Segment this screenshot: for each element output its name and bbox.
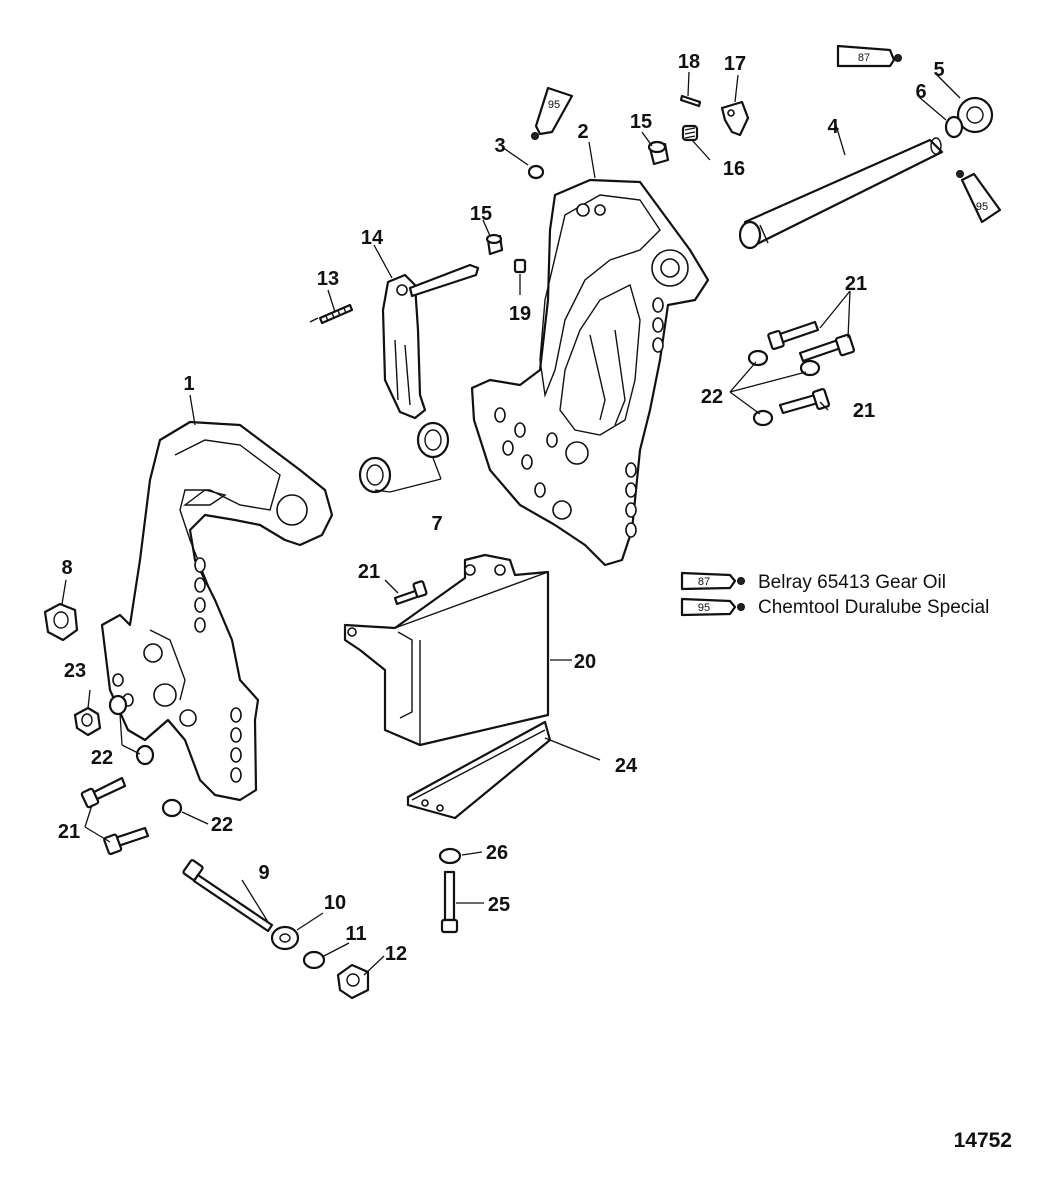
callout-1: 1 [183,373,194,395]
callout-5: 5 [933,59,944,81]
leader-lines [61,71,961,976]
callout-21-b: 21 [853,400,875,422]
lubricant-legend: 87 Belray 65413 Gear Oil 95 Chemtool Dur… [680,571,989,618]
callout-11: 11 [345,923,366,945]
callout-21-a: 21 [845,273,867,295]
callout-3: 3 [494,135,505,157]
part-6-washer [944,115,964,139]
part-21-bolt-d [393,580,428,606]
callout-14: 14 [361,227,384,249]
part-15-bushing-upper [647,140,670,166]
part-24-strip [406,720,552,820]
legend-row-87: 87 Belray 65413 Gear Oil [680,571,946,593]
part-23-nut [73,706,102,737]
callout-19: 19 [509,303,531,325]
callout-10: 10 [324,892,346,914]
callout-13: 13 [317,268,339,290]
figure-id: 14752 [954,1129,1012,1152]
legend-tube-87: 87 [698,576,710,588]
part-21-bolt-a [767,320,820,351]
callout-2: 2 [577,121,588,143]
callout-22-c: 22 [211,814,233,836]
callout-8: 8 [61,557,72,579]
svg-text:95: 95 [548,99,560,111]
part-9-bolt [182,859,274,933]
callout-6: 6 [915,81,926,103]
legend-tube-95: 95 [698,602,710,614]
callout-22-b: 22 [91,747,113,769]
callout-26: 26 [486,842,508,864]
callout-18: 18 [678,51,700,73]
legend-95-text: Chemtool Duralube Special [758,597,989,618]
part-5-tilt-tube-nut [956,96,994,134]
part-2-clamp-bracket [470,178,710,567]
part-1-clamp-bracket [100,420,334,802]
part-13-spring [309,303,354,325]
part-3-grease-fitting [527,164,545,180]
part-11-washer [302,950,326,970]
part-19-pin [513,258,527,274]
part-10-washer [270,925,300,951]
part-21-bolt-b [798,333,856,363]
callout-21-d: 21 [58,821,80,843]
part-20-bracket-plate [343,553,550,747]
callout-22-a: 22 [701,386,723,408]
legend-row-95: 95 Chemtool Duralube Special [680,597,989,618]
callout-12: 12 [385,943,407,965]
lubricant-tube-87-top: 87 [836,44,902,68]
callout-17: 17 [724,53,746,75]
part-12-locknut [336,963,370,1000]
part-21-bolt-f [103,826,150,856]
callout-9: 9 [258,862,269,884]
callout-23: 23 [64,660,86,682]
callout-20: 20 [574,651,596,673]
part-16-spring [681,124,699,142]
part-21-bolt-c [778,388,831,415]
callout-labels: 1 2 3 4 5 6 7 8 9 10 11 12 13 14 15 15 1… [58,51,945,965]
part-18-pin [679,94,702,108]
part-15-bushing-lower [485,233,504,256]
callout-16: 16 [723,158,745,180]
callout-4: 4 [827,116,839,138]
lubricant-tube-95-right: 95 [956,170,1002,224]
part-21-bolt-e [80,776,127,809]
svg-text:95: 95 [976,201,988,213]
callout-7: 7 [431,513,442,535]
part-7-washers [358,421,450,494]
callout-15-upper: 15 [630,111,652,133]
part-17-tilt-lock-lever [720,100,750,137]
part-8-nut [43,602,79,642]
callout-24: 24 [615,755,638,777]
part-14-tilt-lock-arm [381,263,480,420]
part-4-tilt-tube [738,137,944,250]
part-25-bolt [440,870,459,934]
callout-25: 25 [488,894,510,916]
part-26-washer [438,847,462,865]
callout-21-c: 21 [358,561,380,583]
svg-text:87: 87 [858,52,870,64]
callout-15-lower: 15 [470,203,492,225]
lubricant-tube-95-top: 95 [531,86,574,140]
legend-87-text: Belray 65413 Gear Oil [758,572,946,593]
